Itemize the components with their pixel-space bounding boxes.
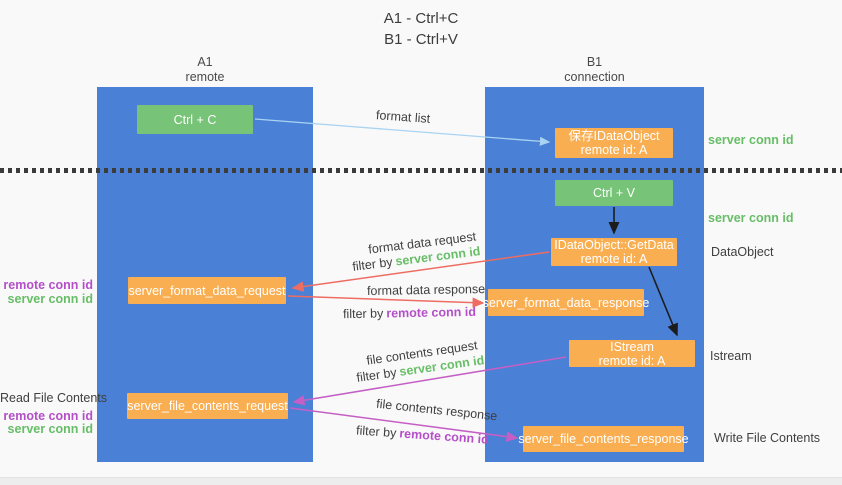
bottom-strip	[0, 477, 842, 485]
column-a-header: A1 remote	[97, 55, 313, 85]
annotation-read-file-contents: Read File Contents	[0, 391, 108, 405]
box-ctrl-v-label: Ctrl + V	[592, 186, 636, 200]
label-format-data-response: format data response	[366, 281, 486, 299]
box-idataobject-getdata-line1: IDataObject::GetData	[554, 238, 674, 252]
box-ctrl-c-label: Ctrl + C	[173, 112, 217, 127]
box-idataobject-getdata-line2: remote id: A	[580, 252, 648, 266]
box-server-file-contents-response: server_file_contents_response	[518, 426, 689, 452]
box-server-format-data-response: server_format_data_response	[483, 289, 649, 316]
annotation-istream: Istream	[710, 349, 752, 363]
box-ctrl-v: Ctrl + V	[555, 180, 673, 206]
box-save-idataobject: 保存IDataObject remote id: A	[555, 128, 673, 158]
annotation-server-conn-id-left-2: server conn id	[7, 422, 93, 436]
box-ctrl-c: Ctrl + C	[137, 105, 253, 134]
box-server-file-contents-request-label: server_file_contents_request	[127, 399, 288, 413]
annotation-dataobject: DataObject	[711, 245, 774, 259]
annotation-remote-conn-id-left-2: remote conn id	[3, 409, 93, 423]
annotation-remote-conn-id-left-1: remote conn id	[3, 278, 93, 292]
column-b-header: B1 connection	[485, 55, 704, 85]
box-server-format-data-response-label: server_format_data_response	[482, 295, 650, 310]
label-file-contents-response: file contents response	[375, 396, 499, 424]
annotation-server-conn-id-right-1: server conn id	[708, 133, 794, 147]
box-idataobject-getdata: IDataObject::GetData remote id: A	[551, 238, 677, 266]
box-server-file-contents-request: server_file_contents_request	[127, 393, 288, 419]
phase-separator-dotted-line	[0, 168, 842, 173]
box-server-format-data-request-label: server_format_data_request	[128, 283, 286, 298]
filter-by-text: filter by	[342, 306, 384, 322]
box-istream: IStream remote id: A	[569, 339, 695, 368]
column-a-role: remote	[185, 70, 225, 84]
annotation-write-file-contents: Write File Contents	[714, 431, 821, 445]
label-format-list: format list	[375, 108, 431, 126]
annotation-conn-ids-left-1: remote conn id server conn id	[0, 278, 93, 306]
box-istream-line1: IStream	[610, 339, 654, 354]
column-b-role: connection	[564, 70, 625, 84]
column-b-name: B1	[586, 55, 603, 69]
filter-by-text: filter by	[355, 365, 398, 385]
box-server-file-contents-response-label: server_file_contents_response	[518, 432, 689, 446]
remote-conn-id-text: remote conn id	[386, 304, 477, 321]
title-line-2: B1 - Ctrl+V	[384, 31, 458, 48]
box-server-format-data-request: server_format_data_request	[128, 277, 286, 304]
annotation-server-conn-id-right-2: server conn id	[708, 211, 794, 225]
page-title: A1 - Ctrl+C B1 - Ctrl+V	[0, 8, 842, 50]
filter-by-text: filter by	[351, 254, 394, 274]
title-line-1: A1 - Ctrl+C	[383, 10, 459, 27]
box-save-idataobject-line1: 保存IDataObject	[568, 129, 660, 143]
box-istream-line2: remote id: A	[598, 353, 666, 368]
column-a-name: A1	[197, 55, 213, 69]
annotation-server-conn-id-left-1: server conn id	[7, 292, 93, 306]
filter-by-text: filter by	[355, 423, 397, 441]
box-save-idataobject-line2: remote id: A	[580, 143, 648, 157]
remote-conn-id-text: remote conn id	[398, 426, 490, 447]
